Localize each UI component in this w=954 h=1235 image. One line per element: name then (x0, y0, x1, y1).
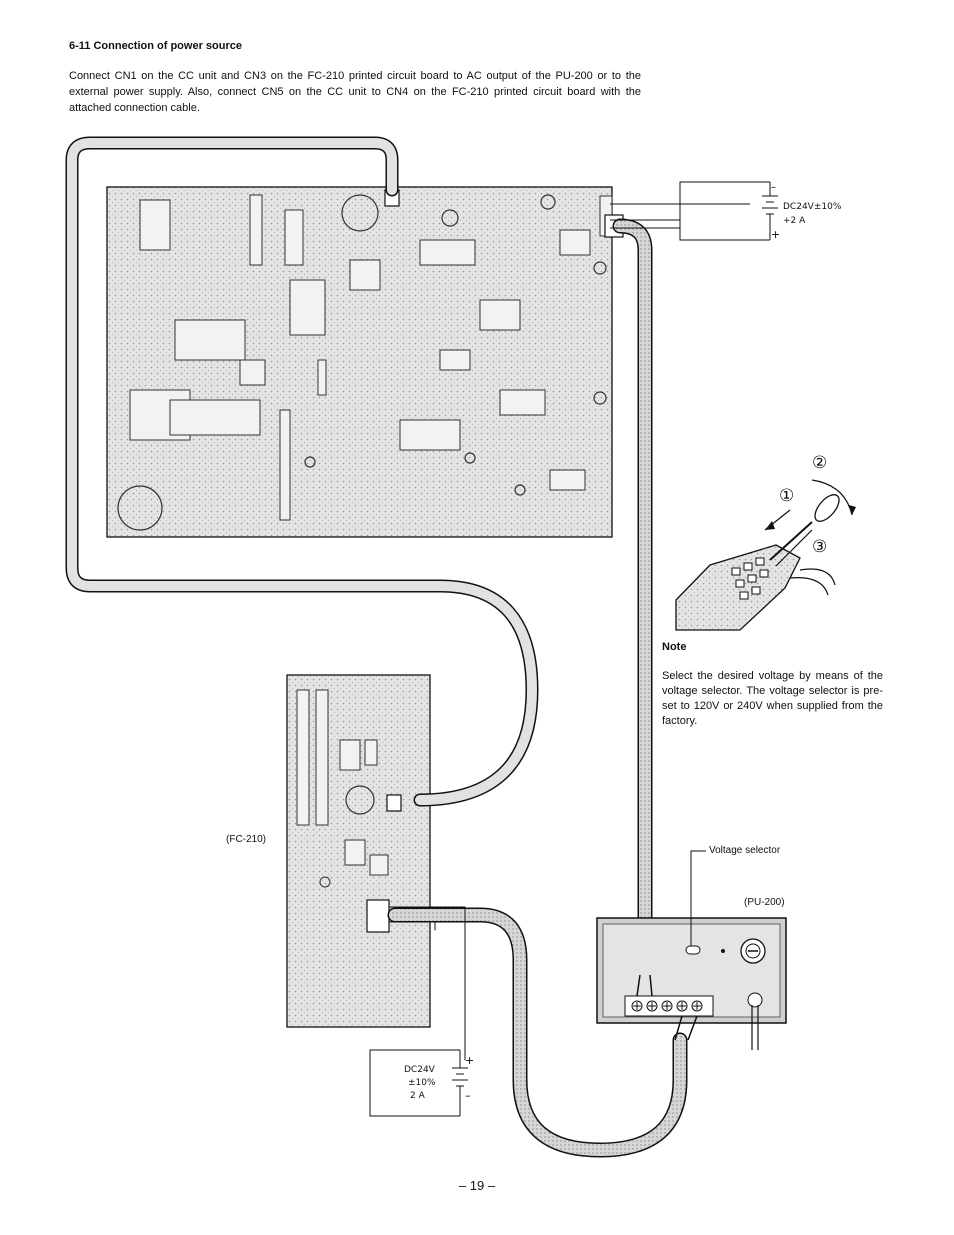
page-number: – 19 – (458, 1178, 496, 1193)
dc-bottom-tolerance: ±10% (408, 1078, 436, 1088)
svg-text:–: – (465, 1089, 471, 1102)
note-text: Select the desired voltage by means of t… (662, 670, 883, 727)
step-3-marker: ③ (812, 537, 828, 557)
note-title: Note (662, 641, 687, 653)
dc-bottom-voltage: DC24V (404, 1065, 435, 1075)
fc210-pcb (286, 674, 431, 1028)
pu200-unit (596, 917, 787, 1050)
connection-cables (65, 136, 688, 1158)
fuse-holder (740, 938, 766, 964)
dc-supply-top (610, 181, 778, 241)
cc-unit-pcb (106, 186, 624, 538)
section-title: 6-11 Connection of power source (69, 40, 242, 52)
intro-paragraph: Connect CN1 on the CC unit and CN3 on th… (69, 70, 641, 114)
dc-top-voltage: DC24V±10% (783, 202, 842, 212)
step-2-marker: ② (812, 453, 828, 473)
dc-bottom-current: 2 A (410, 1091, 425, 1101)
svg-text:+: + (771, 228, 780, 241)
dc-top-current: +2 A (783, 216, 806, 226)
svg-text:–: – (771, 182, 776, 193)
svg-text:+: + (465, 1054, 474, 1067)
pu200-terminal-block (624, 995, 714, 1017)
fc210-label: (FC-210) (226, 834, 267, 845)
power-cord (747, 992, 763, 1050)
dc-supply-bottom (369, 1049, 468, 1117)
pu200-label: (PU-200) (744, 897, 785, 908)
voltage-selector-switch (685, 945, 701, 955)
voltage-selector-label: Voltage selector (709, 845, 781, 856)
step-1-marker: ① (779, 486, 795, 506)
voltage-selector-closeup (675, 479, 856, 631)
